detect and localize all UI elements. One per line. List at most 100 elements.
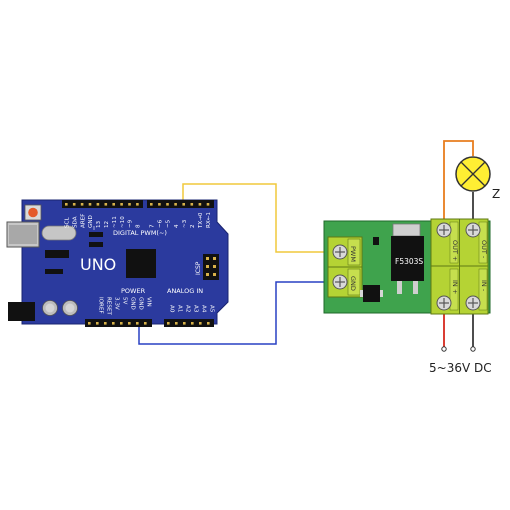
top-header-pin (120, 203, 123, 206)
top-header-pin (150, 203, 153, 206)
power-pin-label: IOREF (98, 297, 104, 314)
analog-pin-label: A2 (185, 305, 191, 312)
top-pin-label: TX→0 (198, 212, 204, 229)
power-header-pin (128, 322, 131, 325)
smd-part-1 (373, 237, 379, 245)
top-pin-label: ~5 (166, 219, 172, 228)
power-pin-label: 5V (122, 297, 128, 305)
top-pin-label: ~9 (128, 219, 134, 228)
top-header-pin (136, 203, 139, 206)
wires (138, 140, 476, 352)
analog-pin-label: A5 (209, 305, 215, 313)
in-plus-label: IN + (451, 280, 459, 294)
power-label: POWER (121, 287, 146, 295)
crystal (41, 225, 77, 241)
smd-part-2 (363, 285, 380, 302)
top-header-pin (72, 203, 76, 206)
analog-in-label: ANALOG IN (167, 287, 203, 295)
top-pin-label: ~6 (158, 219, 164, 228)
top-header-pin (128, 203, 131, 206)
in-plus-screw (436, 295, 452, 311)
top-header-pin (104, 203, 108, 206)
supply-plus-terminal-dot (441, 346, 447, 352)
signal-wire (182, 183, 338, 253)
power-pin-label: GND (138, 297, 144, 310)
analog-header-pin (207, 322, 210, 325)
analog-header-pin (175, 322, 178, 325)
analog-pin-label: A4 (201, 305, 207, 313)
out-minus-screw (465, 222, 481, 238)
in-minus-screw (465, 295, 481, 311)
power-jack (8, 302, 35, 321)
mosfet-chip (391, 236, 424, 281)
power-header-pin (136, 322, 139, 325)
lamp (455, 156, 491, 192)
analog-header-pin (199, 322, 202, 325)
power-header-pin (120, 322, 123, 325)
top-header-pin (80, 203, 84, 206)
top-header-pin (88, 203, 92, 206)
icsp-header (203, 254, 219, 280)
mcu-chip (126, 249, 156, 278)
pwm-screw (332, 244, 348, 260)
in-minus-label: IN - (480, 280, 488, 292)
digital-pwm-label: DIGITAL PWM(~) (113, 229, 167, 237)
top-pin-label: 7 (150, 224, 156, 228)
supply-label: 5~36V DC (429, 361, 492, 375)
power-header-pin (144, 322, 147, 325)
supply-minus-terminal-dot (470, 346, 476, 352)
top-header-pin (174, 203, 177, 206)
top-pin-label: 8 (136, 224, 142, 228)
top-pin-label: RX←1 (206, 212, 212, 228)
lamp-wire-plus (443, 140, 474, 230)
top-pin-label: 2 (190, 224, 196, 228)
lamp-label: Z (492, 187, 500, 201)
power-header-pin (104, 322, 107, 325)
gnd-screw (332, 274, 348, 290)
board-name: UNO (80, 255, 116, 274)
power-header-pin (112, 322, 115, 325)
analog-pin-label: A1 (177, 305, 183, 313)
top-pin-label: ~10 (120, 216, 126, 228)
top-pin-label: ~3 (182, 219, 188, 228)
top-pin-label: ~11 (112, 216, 118, 228)
top-pin-label: GND (88, 215, 94, 228)
power-header (85, 319, 152, 327)
analog-header-pin (167, 322, 170, 325)
top-header-pin (112, 203, 115, 206)
top-header-right (147, 200, 214, 208)
power-pin-label: RESET (106, 297, 112, 316)
top-header-pin (190, 203, 194, 206)
out-plus-label: OUT + (451, 240, 459, 261)
mosfet-module: PWM GND F5303S (323, 218, 491, 315)
analog-header-pin (183, 322, 186, 325)
icsp-label: ICSP (195, 261, 202, 275)
top-pin-label: 13 (96, 220, 102, 228)
top-pin-label: SCL (65, 217, 71, 228)
power-pin-label: 3.3V (114, 297, 120, 310)
top-header-pin (182, 203, 185, 206)
chip-label: F5303S (395, 257, 423, 266)
out-minus-label: OUT - (480, 240, 488, 259)
mosfet-tab (392, 223, 421, 237)
analog-header-pin (191, 322, 194, 325)
top-header-left (62, 200, 143, 208)
top-header-pin (96, 203, 100, 206)
top-header-pin (206, 203, 210, 206)
top-pin-label: 12 (104, 221, 110, 228)
power-header-pin (88, 322, 91, 325)
power-pin-label: GND (130, 297, 136, 310)
top-header-pin (65, 203, 68, 206)
analog-pin-label: A3 (193, 305, 199, 313)
top-header-pin (166, 203, 169, 206)
ground-wire (138, 281, 338, 345)
analog-header (164, 319, 214, 327)
top-pin-label: AREF (80, 214, 86, 228)
analog-pin-label: A0 (169, 305, 175, 313)
top-header-pin (158, 203, 161, 206)
